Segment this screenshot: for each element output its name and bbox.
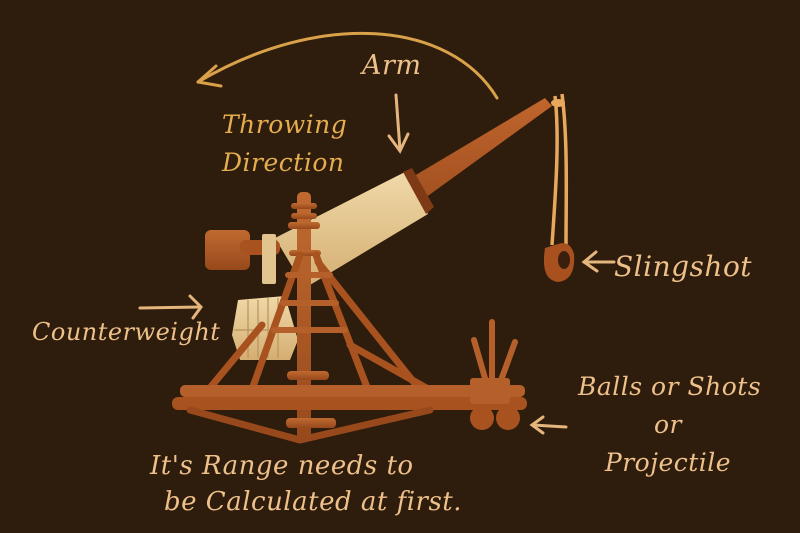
projectile-line-1: Balls or Shots xyxy=(578,372,762,401)
range-note: It's Range needs to be Calculated at fir… xyxy=(150,448,462,520)
counterweight-arrow-icon xyxy=(138,294,203,320)
counterweight-label: Counterweight xyxy=(32,318,221,346)
arm-arrow-icon xyxy=(387,93,410,154)
slingshot-label: Slingshot xyxy=(614,250,753,283)
range-note-line-2: be Calculated at first. xyxy=(164,487,463,517)
slingshot-arrow-icon xyxy=(581,250,616,273)
arm-label: Arm xyxy=(362,50,422,81)
throwing-direction-arrow-icon xyxy=(196,31,499,100)
throwing-direction-label: Throwing Direction xyxy=(222,106,347,182)
projectile-label: Balls or Shots or Projectile xyxy=(578,368,762,482)
throwing-direction-line-1: Throwing xyxy=(222,110,348,139)
projectile-line-3: Projectile xyxy=(604,448,732,477)
base-frame xyxy=(172,385,527,444)
slingshot xyxy=(543,93,575,282)
arm-beam xyxy=(275,98,552,288)
range-note-line-1: It's Range needs to xyxy=(150,451,414,481)
ladder-rungs xyxy=(271,272,348,333)
frame-legs xyxy=(196,251,434,404)
projectile-line-2: or xyxy=(653,410,682,439)
projectile-arrow-icon xyxy=(529,415,568,435)
projectile-stack xyxy=(470,319,520,430)
throwing-direction-line-2: Direction xyxy=(222,148,345,177)
